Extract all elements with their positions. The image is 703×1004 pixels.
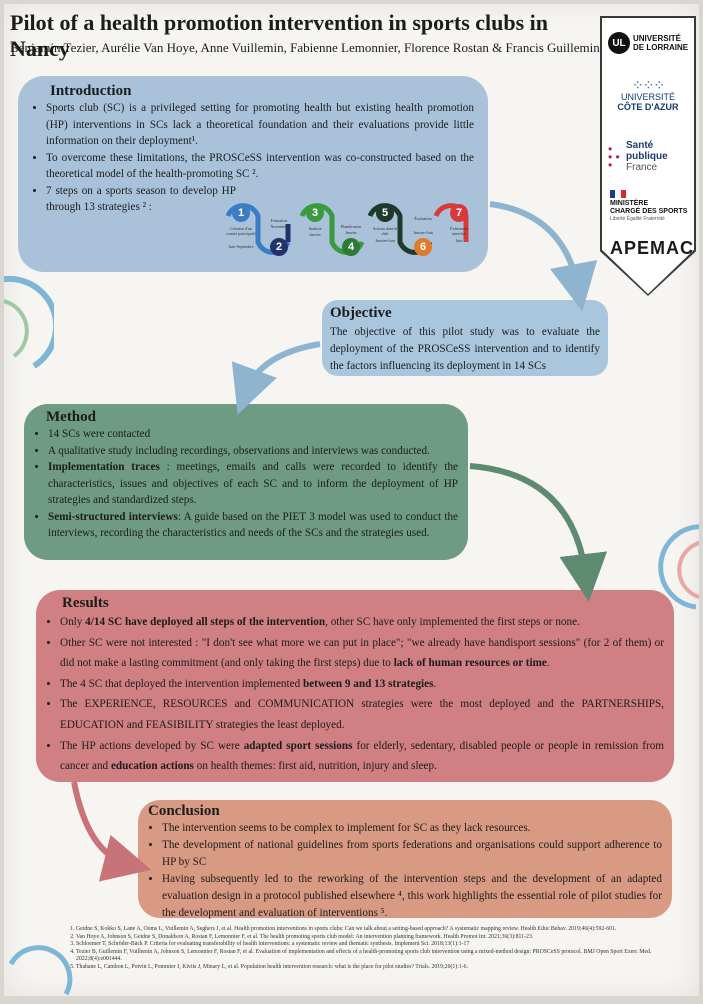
method-bullet: A qualitative study including recordings… (48, 443, 458, 460)
poster-title: Pilot of a health promotion intervention… (10, 10, 549, 61)
step-5-label: Actions dans le club (372, 226, 398, 236)
introduction-bullet: To overcome these limitations, the PROSC… (46, 150, 474, 183)
ul-mark-icon: UL (608, 32, 630, 54)
lorraine-line1: UNIVERSITÉ (633, 34, 682, 43)
universite-lorraine-logo: UL UNIVERSITÉ DE LORRAINE (608, 32, 690, 54)
references-list: Geidne S, Kokko S, Lane A, Ooms L, Vuill… (64, 926, 672, 972)
introduction-bullet: 7 steps on a sports season to develop HP… (46, 183, 236, 216)
reference-item: Thabane L, Cambon L, Potvin L, Pommier J… (76, 964, 672, 972)
step-6-badge: 6 (414, 238, 432, 256)
spf-dots-icon: •• •• (608, 141, 620, 172)
ministere-sports-logo: MINISTÈRE CHARGÉ DES SPORTS Liberté Égal… (610, 190, 690, 222)
apemac-name: APEMAC (610, 238, 695, 258)
method-list: 14 SCs were contacted A qualitative stud… (34, 426, 458, 542)
azur-line1: UNIVERSITÉ (620, 92, 675, 102)
azur-line2: CÔTE D'AZUR (617, 102, 679, 112)
step-2-label: Formation (270, 218, 288, 223)
objective-heading: Objective (330, 305, 392, 321)
method-bullet: Implementation traces : meetings, emails… (48, 459, 458, 509)
authors: Benjamin Tezier, Aurélie Van Hoye, Anne … (10, 40, 600, 55)
results-heading: Results (62, 595, 109, 611)
results-bullet: The 4 SC that deployed the intervention … (60, 674, 664, 695)
results-bullet: The HP actions developed by SC were adap… (60, 736, 664, 777)
step-4-badge: 4 (342, 238, 360, 256)
ministere-line1: MINISTÈRE (610, 200, 649, 207)
decorative-arc-right (658, 524, 699, 610)
step-1-period: Juin-Septembre (228, 244, 254, 249)
step-3-label: Analyse (308, 226, 322, 231)
step-2-badge: 2 (270, 238, 288, 256)
step-7-badge: 7 (450, 204, 468, 222)
objective-section: Objective The objective of this pilot st… (322, 300, 608, 376)
reference-item: Van Hoye A, Johnson S, Geidne S, Donalds… (76, 934, 672, 942)
arrow-intro-to-objective (489, 201, 598, 312)
decorative-arc-left (4, 276, 54, 369)
arrow-objective-to-method (231, 341, 321, 415)
french-flag-icon (610, 190, 626, 198)
method-heading: Method (46, 409, 96, 425)
azur-dots-icon: ⁘⁘⁘ (631, 77, 665, 93)
conclusion-bullet: The development of national guidelines f… (162, 837, 662, 871)
results-bullet: The EXPERIENCE, RESOURCES and COMMUNICAT… (60, 694, 664, 735)
conclusion-section: Conclusion The intervention seems to be … (138, 800, 672, 919)
introduction-heading: Introduction (50, 83, 132, 99)
lorraine-line2: DE LORRAINE (633, 43, 689, 52)
method-bullet: Semi-structured interviews: A guide base… (48, 509, 458, 542)
objective-text: The objective of this pilot study was to… (330, 326, 600, 372)
results-bullet: Other SC were not interested : "I don't … (60, 633, 664, 674)
spf-line2: publique (626, 151, 668, 162)
reference-item: Schloemer T, Schröder-Bäck P. Criteria f… (76, 941, 672, 949)
conclusion-bullet: The intervention seems to be complex to … (162, 820, 662, 837)
step-6-label: Évaluation (414, 216, 432, 221)
introduction-section: Introduction Sports club (SC) is a privi… (18, 76, 488, 272)
reference-item: Geidne S, Kokko S, Lane A, Ooms L, Vuill… (76, 926, 672, 934)
ministere-line2: CHARGÉ DES SPORTS (610, 208, 688, 215)
spf-line3: France (626, 162, 658, 173)
step-4-label: Planification (340, 224, 362, 229)
step-5-badge: 5 (376, 204, 394, 222)
conclusion-list: The intervention seems to be complex to … (148, 820, 662, 922)
step-1-badge: 1 (232, 204, 250, 222)
method-section: Method 14 SCs were contacted A qualitati… (24, 404, 468, 560)
decorative-arc-bottom-left (8, 945, 73, 996)
arrow-method-to-results (469, 463, 608, 602)
step-7-period: Juin (455, 238, 463, 243)
sante-publique-france-logo: •• •• Santé publique France (608, 140, 690, 173)
conclusion-heading: Conclusion (148, 803, 220, 819)
introduction-list: Sports club (SC) is a privileged setting… (32, 100, 474, 216)
arrow-results-to-conclusion (71, 781, 152, 882)
step-2-period: Novembre (270, 224, 288, 229)
step-3-period: Janvier (309, 232, 321, 237)
references: Geidne S, Kokko S, Lane A, Ooms L, Vuill… (64, 926, 672, 972)
step-4-period: Janvier (345, 230, 357, 235)
spf-line1: Santé (626, 140, 654, 151)
method-bullet: 14 SCs were contacted (48, 426, 458, 443)
results-section: Results Only 4/14 SC have deployed all s… (36, 590, 674, 782)
results-bullet: Only 4/14 SC have deployed all steps of … (60, 612, 664, 633)
introduction-bullet: Sports club (SC) is a privileged setting… (46, 100, 474, 150)
step-5-period: Janvier-Juin (375, 238, 395, 243)
step-7-label: Événement interclub (450, 226, 468, 236)
logo-banner: UL UNIVERSITÉ DE LORRAINE ⁘⁘⁘ UNIVERSITÉ… (602, 18, 694, 294)
ministere-motto: Liberté Égalité Fraternité (610, 216, 665, 222)
step-6-period: Janvier-Juin (413, 230, 433, 235)
universite-cote-azur-logo: ⁘⁘⁘ UNIVERSITÉ CÔTE D'AZUR (606, 78, 690, 112)
apemac-logo: APEMAC (610, 238, 693, 259)
steps-diagram: 1 2 3 4 5 6 7 Création d'un comité parti… (210, 194, 480, 264)
step-1-label: Création d'un comité participatif (226, 226, 256, 236)
results-list: Only 4/14 SC have deployed all steps of … (46, 612, 664, 777)
poster: Pilot of a health promotion intervention… (4, 4, 699, 996)
step-3-badge: 3 (306, 204, 324, 222)
conclusion-bullet: Having subsequently led to the reworking… (162, 871, 662, 922)
reference-item: Tezier B, Guillemin F, Vuillemin A, John… (76, 949, 672, 964)
